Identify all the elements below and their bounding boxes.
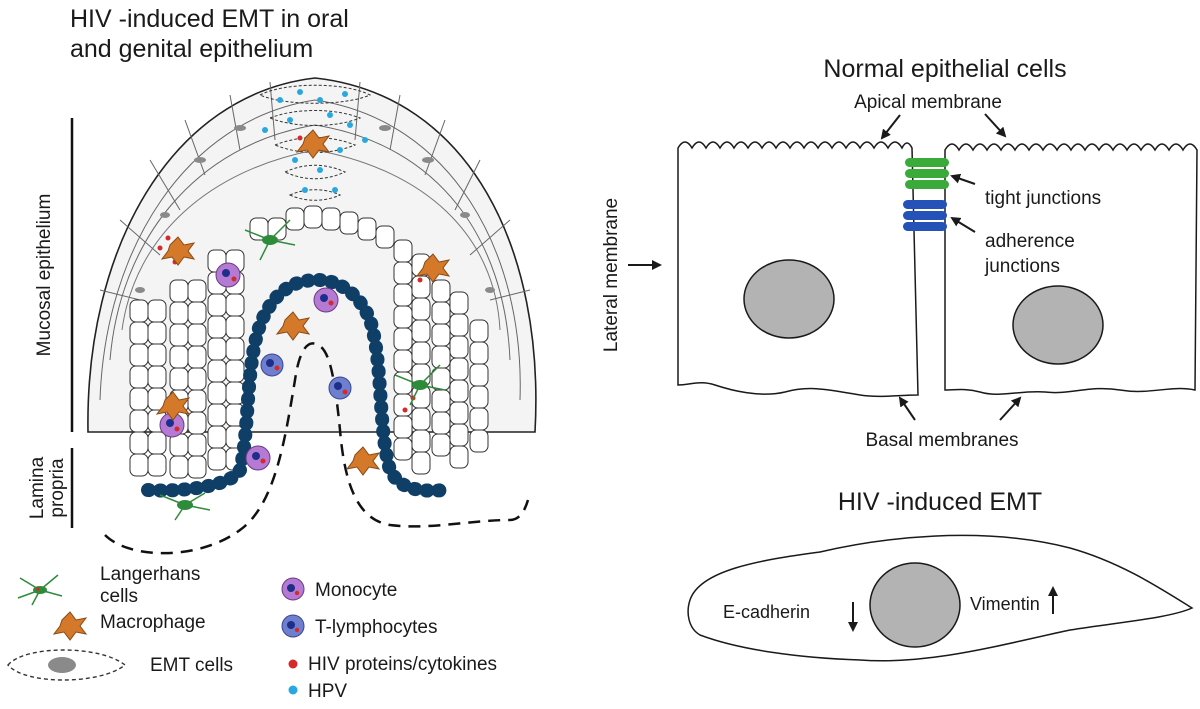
- lamina-propria-outline: [104, 342, 530, 555]
- legend-hpv-dot-icon: [288, 685, 298, 695]
- legend-monocyte: Monocyte: [315, 580, 397, 601]
- basement-membrane-core: [147, 276, 446, 494]
- adherence-label-line2: junctions: [984, 256, 1060, 277]
- normal-nucleus-left: [743, 259, 835, 339]
- mucosal-epithelium-label: Mucosal epithelium: [34, 194, 55, 357]
- emt-title: HIV -induced EMT: [838, 488, 1042, 516]
- adherence-arrow: [950, 216, 976, 233]
- tight-junctions-arrow: [950, 173, 976, 185]
- macrophage-cells: [155, 129, 451, 476]
- normal-cell-right: [944, 143, 1198, 395]
- apical-membrane-label: Apical membrane: [854, 92, 1002, 113]
- legend-langerhans-line2: cells: [100, 586, 138, 607]
- lamina-label-line1: Lamina: [27, 456, 48, 519]
- legend-macrophage: Macrophage: [100, 612, 206, 633]
- e-cadherin-label: E-cadherin: [723, 602, 810, 622]
- adherence-label-line1: adherence: [985, 231, 1075, 252]
- apical-arrow-right: [984, 113, 1007, 138]
- normal-nucleus-right: [1012, 285, 1104, 365]
- tight-junctions: [905, 158, 949, 189]
- basal-arrow-left: [898, 396, 916, 421]
- legend-hiv-proteins: HIV proteins/cytokines: [308, 654, 497, 675]
- legend-t-lymphocytes: T-lymphocytes: [315, 617, 437, 638]
- legend: Langerhans cells Macrophage EMT cells Mo…: [7, 564, 497, 702]
- adherence-junctions: [903, 200, 947, 231]
- legend-macrophage-icon: [52, 611, 88, 641]
- legend-emt-icon: [7, 649, 127, 681]
- normal-title: Normal epithelial cells: [823, 55, 1066, 83]
- emt-nucleus: [869, 562, 961, 648]
- left-title-line1: HIV -induced EMT in oral: [70, 5, 349, 33]
- legend-hiv-dot-icon: [288, 659, 298, 669]
- tight-junctions-label: tight junctions: [985, 188, 1101, 209]
- legend-langerhans-line1: Langerhans: [100, 564, 200, 585]
- legend-emt-cells: EMT cells: [150, 655, 233, 676]
- vimentin-label: Vimentin: [970, 594, 1040, 614]
- basal-membranes-label: Basal membranes: [865, 430, 1018, 451]
- apical-arrow-left: [880, 114, 901, 140]
- emt-cells-cluster: [258, 84, 372, 201]
- lateral-membrane-label: Lateral membrane: [601, 198, 622, 352]
- left-title-line2: and genital epithelium: [70, 35, 313, 63]
- basal-arrow-right: [999, 396, 1022, 421]
- legend-hpv: HPV: [308, 681, 347, 702]
- legend-langerhans-icon: [17, 574, 63, 606]
- langerhans-cells: [159, 219, 446, 521]
- lamina-label-line2: propria: [47, 458, 68, 518]
